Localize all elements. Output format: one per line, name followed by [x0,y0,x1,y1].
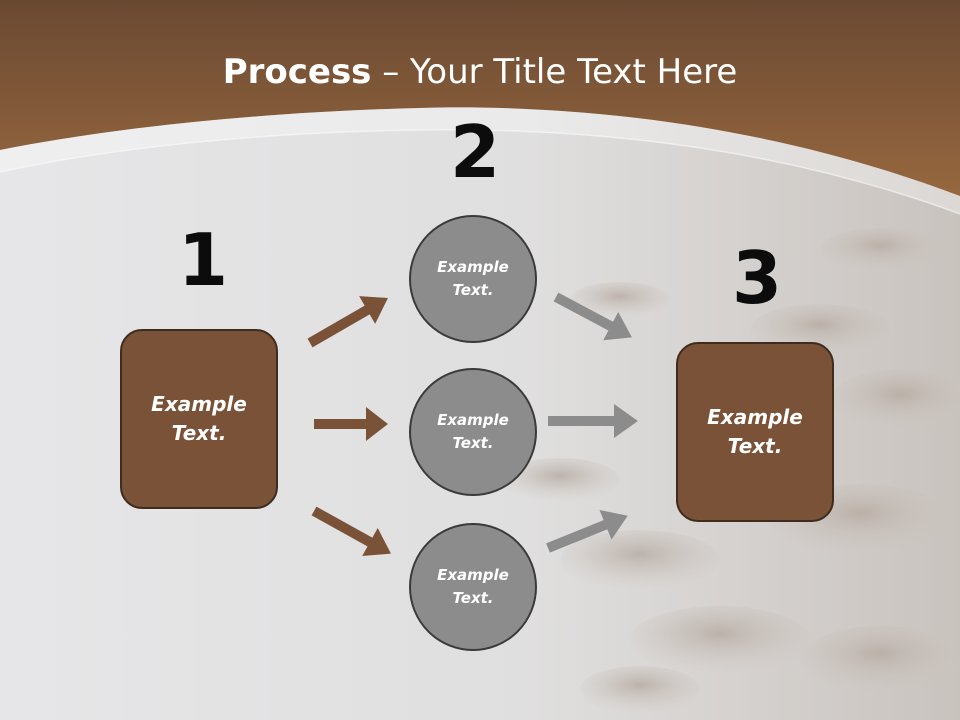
circle-bottom-line2: Text. [452,589,494,607]
step-number-2: 2 [450,110,501,194]
right-box: Example Text. [676,342,834,522]
circle-middle: Example Text. [409,368,537,496]
header-band [0,0,960,196]
circle-middle-line1: Example [437,411,509,429]
circle-middle-line2: Text. [452,434,494,452]
step-number-1: 1 [178,218,229,302]
slide-title: Process – Your Title Text Here [0,52,960,92]
circle-top-line2: Text. [452,281,494,299]
left-box-line2: Text. [171,421,227,445]
left-box: Example Text. [120,329,278,509]
step-number-3: 3 [732,236,783,320]
circle-top-line1: Example [437,258,509,276]
title-bold: Process [222,52,372,92]
right-box-line2: Text. [727,434,783,458]
circle-top: Example Text. [409,215,537,343]
title-rest: – Your Title Text Here [371,52,738,92]
left-box-line1: Example [151,392,247,416]
circle-bottom-line1: Example [437,566,509,584]
header-arc [0,107,960,214]
circle-bottom: Example Text. [409,523,537,651]
right-box-line1: Example [707,405,803,429]
